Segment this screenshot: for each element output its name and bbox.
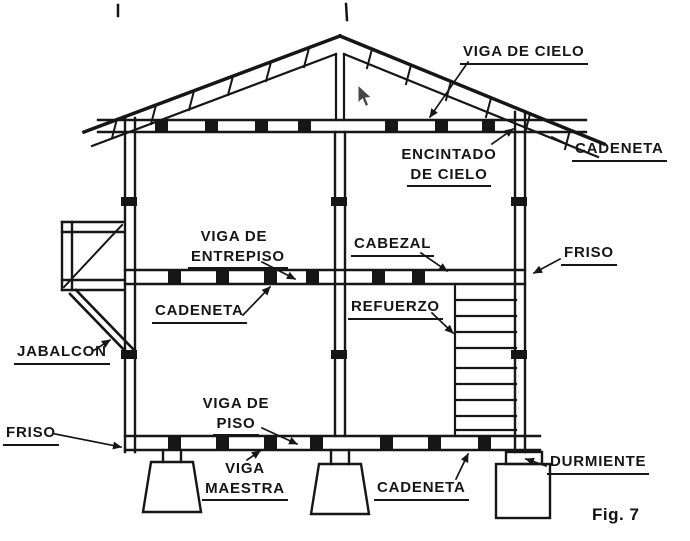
mouse-cursor-icon [357, 83, 373, 108]
label-refuerzo: REFUERZO [348, 297, 443, 320]
sleeper-and-pedestal-right [494, 450, 552, 520]
label-viga-piso-line2: PISO [213, 414, 259, 436]
label-jabalcon-text: JABALCON [14, 342, 110, 365]
label-viga-de-cielo-text: VIGA DE CIELO [460, 42, 588, 65]
label-encintado-line2: DE CIELO [407, 165, 491, 187]
leader-lines [54, 60, 573, 481]
stairs [453, 282, 518, 438]
label-cabezal: CABEZAL [351, 234, 435, 257]
balcony-cantilever [60, 220, 126, 292]
footing-left [141, 448, 203, 514]
label-durmiente: DURMIENTE [547, 452, 650, 475]
label-friso-left-text: FRISO [3, 423, 59, 446]
footing-center [309, 448, 371, 516]
label-jabalcon: JABALCON [14, 342, 110, 365]
label-cadeneta-mid: CADENETA [152, 301, 247, 324]
label-refuerzo-text: REFUERZO [348, 297, 443, 320]
label-viga-de-cielo: VIGA DE CIELO [460, 42, 588, 65]
label-friso-right-text: FRISO [561, 243, 617, 266]
label-cadeneta-mid-text: CADENETA [152, 301, 247, 324]
label-encintado-de-cielo: ENCINTADO DE CIELO [396, 145, 502, 187]
label-cadeneta-bottom: CADENETA [374, 478, 469, 501]
scan-marks [116, 2, 349, 22]
label-cadeneta-bottom-text: CADENETA [374, 478, 469, 501]
label-viga-de-piso: VIGA DE PISO [194, 394, 278, 436]
label-viga-de-entrepiso: VIGA DE ENTREPISO [188, 227, 288, 269]
roof [81, 33, 607, 159]
label-viga-entrepiso-line1: VIGA DE [200, 228, 268, 245]
label-viga-maestra-line2: MAESTRA [202, 479, 288, 501]
figure-caption: Fig. 7 [592, 505, 640, 524]
label-durmiente-text: DURMIENTE [547, 452, 650, 475]
ground-floor [123, 434, 542, 452]
entrepiso-floor [123, 268, 527, 286]
jabalcon-brace [68, 288, 136, 356]
label-encintado-line2-wrap: DE CIELO [396, 165, 502, 187]
label-cadeneta-roof: CADENETA [572, 139, 667, 162]
label-viga-maestra-line2-wrap: MAESTRA [198, 479, 292, 501]
foundations [141, 448, 552, 520]
label-cabezal-text: CABEZAL [351, 234, 435, 257]
floor-blocking [168, 437, 491, 449]
label-viga-maestra-line1: VIGA [225, 460, 265, 477]
ceiling-blocking [155, 121, 495, 131]
king-post [334, 52, 346, 122]
label-viga-entrepiso-line2: ENTREPISO [188, 247, 288, 269]
post-splice-blocks [121, 197, 527, 359]
label-friso-left: FRISO [3, 423, 59, 446]
entrepiso-blocking [168, 271, 425, 283]
label-cadeneta-roof-text: CADENETA [572, 139, 667, 162]
rafter-ticks [110, 46, 572, 151]
label-encintado-line1: ENCINTADO [401, 146, 497, 163]
label-viga-maestra: VIGA MAESTRA [198, 459, 292, 501]
label-viga-piso-line2-wrap: PISO [194, 414, 278, 436]
label-friso-right: FRISO [561, 243, 617, 266]
label-viga-piso-line1: VIGA DE [202, 395, 270, 412]
label-viga-entrepiso-line2-wrap: ENTREPISO [188, 247, 288, 269]
